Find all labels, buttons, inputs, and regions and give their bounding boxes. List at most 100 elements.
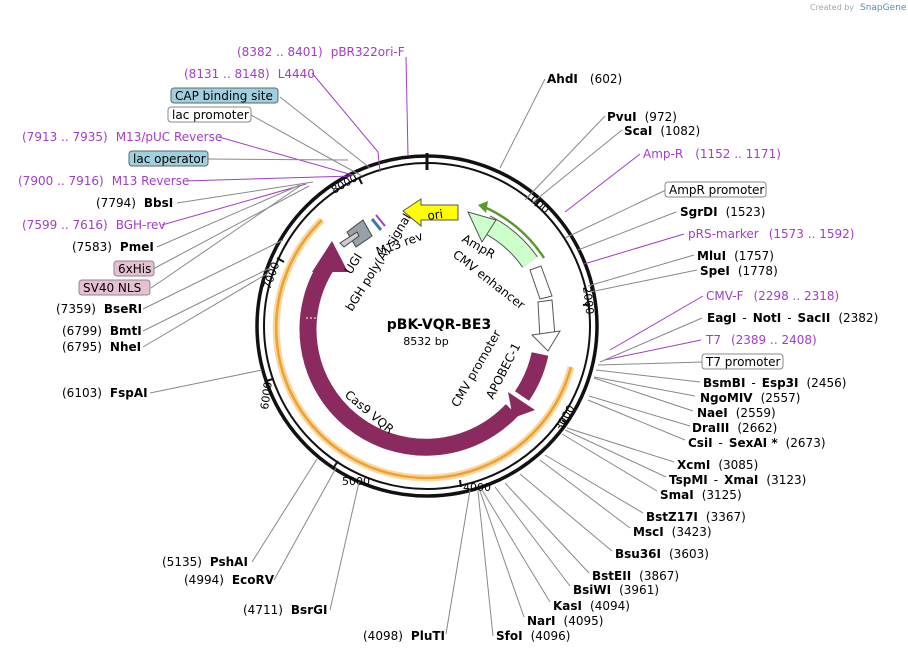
orf-arc (274, 219, 573, 480)
pbr322ori-name: pBR322ori-F (331, 45, 405, 59)
ori-feature (402, 198, 459, 228)
pvui-name: PvuI (607, 110, 637, 124)
amprprom-label: AmpR promoter (669, 183, 764, 197)
msci-pos: (3423) (672, 525, 712, 539)
eagi-sep2: - (787, 311, 791, 325)
ampr-promoter-arc (481, 204, 546, 259)
leader-bsmbi (595, 369, 701, 383)
leader-t7 (604, 339, 702, 361)
esp3i-name: Esp3I (762, 376, 799, 390)
ngomiv-label: NgoMIV(2557) (700, 391, 800, 405)
leader-bsrgi (329, 481, 360, 611)
cap-label: CAP binding site (175, 89, 273, 103)
prsmarker-range: (1573 .. 1592) (769, 227, 855, 241)
leader-l4440 (311, 72, 381, 173)
draiii-pos: (2662) (737, 421, 777, 435)
leader-scai (531, 129, 623, 204)
bseri-pos: (7359) (56, 302, 96, 316)
leader-m13reverse (183, 175, 353, 182)
pmei-pos: (7583) (72, 240, 112, 254)
leader-spei (589, 269, 698, 293)
lacop-label: lac operator (133, 152, 206, 166)
cap-box (170, 87, 279, 104)
plasmid-name: pBK-VQR-BE3 (387, 317, 491, 333)
leader-sgrdi (577, 211, 677, 251)
leader-smai (561, 433, 658, 492)
smai-name: SmaI (660, 488, 694, 502)
bseri-name: BseRI (104, 302, 142, 316)
leader-naei (593, 377, 694, 412)
bghrev-label: (7599 .. 7616) BGH-rev (22, 218, 166, 232)
mlui-pos: (1757) (734, 249, 774, 263)
sv40-box (78, 279, 151, 296)
bstz17i-pos: (3367) (706, 510, 746, 524)
kasi-label: KasI(4094) (553, 599, 630, 613)
eagi-label: EagI-NotI-SacII(2382) (707, 311, 878, 325)
naei-name: NaeI (697, 406, 728, 420)
xmai-name: XmaI (724, 473, 758, 487)
ahdi-pos: (602) (590, 72, 622, 86)
bsu36i-label: Bsu36I(3603) (615, 547, 709, 561)
pluti-pos: (4098) (363, 629, 403, 643)
xcmi-pos: (3085) (718, 458, 758, 472)
ecorv-pos: (4994) (184, 573, 224, 587)
csii-label: CsiI-SexAI *(2673) (688, 436, 826, 450)
pluti-name: PluTI (411, 629, 445, 643)
bsrgi-pos: (4711) (243, 603, 283, 617)
fspai-pos: (6103) (62, 386, 102, 400)
pmei-label: (7583)PmeI (72, 240, 154, 254)
tspmi-sep: - (714, 473, 718, 487)
bsiwi-pos: (3961) (619, 583, 659, 597)
pvui-label: PvuI(972) (607, 110, 677, 124)
csii-name: CsiI (688, 436, 713, 450)
bghrev-name: BGH-rev (116, 218, 166, 232)
leader-eagi (599, 317, 703, 363)
ampr-primer-name: Amp-R (643, 147, 683, 161)
ahdi-name: AhdI (547, 72, 578, 86)
draiii-label: DraIII(2662) (692, 421, 777, 435)
bseri-label: (7359) BseRI (56, 302, 142, 316)
sv40-label: SV40 NLS (83, 281, 141, 295)
leader-draiii (588, 395, 691, 427)
leader-m13puc (218, 136, 357, 177)
prsmarker-name: pRS-marker (688, 227, 759, 241)
lac-operator-mark (370, 218, 383, 231)
cmvf-label: CMV-F(2298 .. 2318) (706, 289, 839, 303)
bsteii-label: BstEII(3867) (592, 569, 679, 583)
cmv-enhancer-feature (529, 265, 553, 300)
eagi-sep1: - (742, 311, 746, 325)
nari-pos: (4095) (564, 614, 604, 628)
ngomiv-name: NgoMIV (700, 391, 753, 405)
leader-pvui (524, 115, 606, 201)
sgrdi-name: SgrDI (680, 205, 718, 219)
bmti-pos: (6799) (62, 324, 102, 338)
nari-name: NarI (527, 614, 556, 628)
leader-pbr322ori (405, 56, 409, 157)
l4440-range: (8131 .. 8148) (184, 67, 270, 81)
prsmarker-label: pRS-marker (1573 .. 1592) (688, 227, 854, 241)
sfoi-pos: (4096) (531, 629, 571, 643)
tspmi-name: TspMI (669, 473, 708, 487)
bbsi-pos: (7794) (96, 196, 136, 210)
tick-label-6000: 6000 (258, 381, 275, 411)
left-leaders (142, 56, 471, 635)
spei-name: SpeI (700, 264, 730, 278)
pshai-pos: (5135) (162, 555, 202, 569)
bghrev-range: (7599 .. 7616) (22, 218, 108, 232)
m13reverse-name: M13 Reverse (112, 174, 190, 188)
bgh-feature (339, 231, 360, 248)
ugi-box-feature (346, 219, 373, 248)
leader-sv40 (150, 185, 301, 289)
bsteii-pos: (3867) (639, 569, 679, 583)
ugi-label: UGI (342, 251, 365, 277)
leader-kasi (481, 489, 551, 603)
leader-bsteii (504, 482, 590, 574)
leader-bbsi (176, 181, 314, 204)
t7prom-label: T7 promoter (705, 355, 781, 369)
cmvf-range: (2298 .. 2318) (753, 289, 839, 303)
scai-pos: (1082) (660, 124, 700, 138)
tick-5000 (333, 460, 339, 468)
leader-ampr (564, 153, 641, 213)
nhei-name: NheI (110, 340, 141, 354)
